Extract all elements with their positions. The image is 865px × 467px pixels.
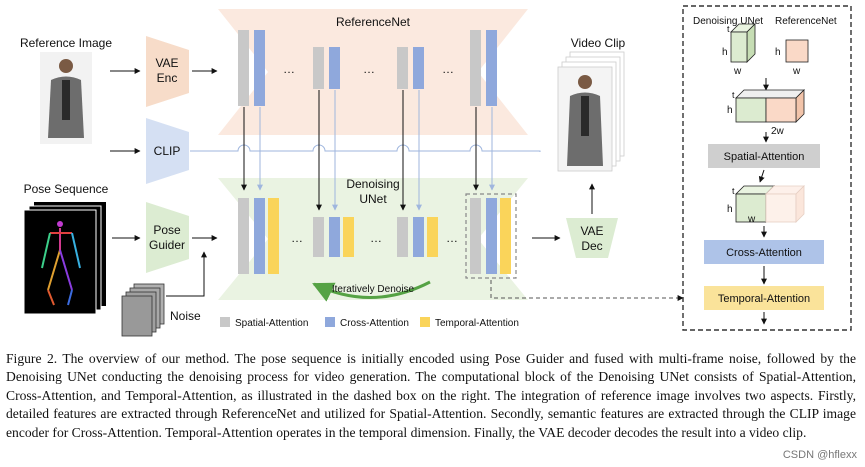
unet-title-line2: UNet bbox=[359, 192, 387, 206]
legend-swatch-cross bbox=[325, 317, 335, 327]
iteratively-denoise-label: Iteratively Denoise bbox=[332, 284, 415, 295]
vae-enc-label-line1: VAE bbox=[155, 56, 178, 70]
detail-cross-attention-label: Cross-Attention bbox=[726, 247, 802, 259]
detail-split-cube bbox=[735, 185, 805, 223]
detail-t-label-1: t bbox=[727, 24, 730, 34]
detail-referencenet-label: ReferenceNet bbox=[775, 16, 837, 27]
detail-spatial-attention-label: Spatial-Attention bbox=[724, 151, 805, 163]
detail-concat-cube bbox=[735, 89, 805, 123]
pose-sequence-stack bbox=[23, 202, 106, 315]
noise-label: Noise bbox=[170, 309, 201, 323]
referencenet-block-group-1 bbox=[238, 30, 265, 106]
computational-block-detail-box bbox=[682, 5, 852, 331]
reference-image-thumbnail bbox=[40, 52, 92, 144]
detail-denoising-unet-label: Denoising UNet bbox=[693, 16, 763, 27]
figure-caption: Figure 2. The overview of our method. Th… bbox=[6, 351, 856, 440]
detail-w-label-3: w bbox=[747, 214, 756, 225]
detail-ref-square bbox=[785, 39, 809, 63]
legend: Spatial-Attention Cross-Attention Tempor… bbox=[220, 317, 519, 329]
noise-stack bbox=[121, 283, 165, 337]
detail-2w-label: 2w bbox=[771, 126, 785, 137]
unet-highlight-dashed-box bbox=[465, 193, 517, 279]
legend-label-cross: Cross-Attention bbox=[340, 318, 409, 329]
referencenet-ellipsis-2: … bbox=[363, 62, 375, 76]
detail-unet-cube bbox=[730, 23, 756, 63]
legend-label-temporal: Temporal-Attention bbox=[435, 318, 519, 329]
watermark: CSDN @hflexx bbox=[782, 449, 857, 461]
referencenet-ellipsis-3: … bbox=[442, 62, 454, 76]
unet-block-group-3 bbox=[397, 217, 438, 257]
detail-h-label-4: h bbox=[727, 204, 733, 215]
unet-bg bbox=[218, 178, 528, 300]
reference-image-label: Reference Image bbox=[20, 36, 112, 50]
unet-title-line1: Denoising bbox=[346, 177, 399, 191]
detail-temporal-attention-label: Temporal-Attention bbox=[718, 293, 810, 305]
vae-dec-block bbox=[566, 218, 618, 258]
pose-sequence-label: Pose Sequence bbox=[24, 182, 109, 196]
detail-h-label-3: h bbox=[727, 105, 733, 116]
pose-guider-block bbox=[146, 202, 189, 273]
video-clip-label: Video Clip bbox=[571, 36, 626, 50]
unet-block-group-4 bbox=[470, 198, 511, 274]
referencenet-title: ReferenceNet bbox=[336, 15, 411, 29]
clip-block bbox=[146, 118, 189, 184]
legend-label-spatial: Spatial-Attention bbox=[235, 318, 308, 329]
detail-h-label-2: h bbox=[775, 47, 781, 58]
detail-w-label-2: w bbox=[792, 66, 801, 77]
video-clip-stack bbox=[557, 51, 625, 172]
legend-swatch-spatial bbox=[220, 317, 230, 327]
pose-guider-label-line1: Pose bbox=[153, 223, 181, 237]
unet-ellipsis-3: … bbox=[446, 231, 458, 245]
architecture-diagram: ReferenceNet Denoising UNet Reference Im… bbox=[20, 5, 852, 337]
unet-ellipsis-2: … bbox=[370, 231, 382, 245]
iteratively-denoise-arrow bbox=[312, 280, 431, 302]
detail-cross-attention-block bbox=[704, 240, 824, 264]
referencenet-block-group-4 bbox=[470, 30, 497, 106]
vae-enc-block bbox=[146, 36, 189, 107]
referencenet-block-group-2 bbox=[313, 47, 340, 89]
detail-temporal-attention-block bbox=[704, 286, 824, 310]
clip-label: CLIP bbox=[154, 144, 181, 158]
vae-enc-label-line2: Enc bbox=[157, 71, 178, 85]
vae-dec-label-line2: Dec bbox=[581, 239, 602, 253]
referencenet-bg bbox=[218, 9, 528, 135]
referencenet-block-group-3 bbox=[397, 47, 424, 89]
referencenet-ellipsis-1: … bbox=[283, 62, 295, 76]
detail-t-label-2: t bbox=[732, 90, 735, 100]
unet-ellipsis-1: … bbox=[291, 231, 303, 245]
detail-t-label-3: t bbox=[732, 186, 735, 196]
pose-guider-label-line2: Guider bbox=[149, 238, 185, 252]
vae-dec-label-line1: VAE bbox=[580, 224, 603, 238]
detail-spatial-attention-block bbox=[708, 144, 820, 168]
unet-block-group-1 bbox=[238, 198, 279, 274]
unet-block-group-2 bbox=[313, 217, 354, 257]
detail-h-label-1: h bbox=[722, 47, 728, 58]
detail-w-label-1: w bbox=[733, 66, 742, 77]
clip-feature-line bbox=[190, 144, 541, 152]
legend-swatch-temporal bbox=[420, 317, 430, 327]
